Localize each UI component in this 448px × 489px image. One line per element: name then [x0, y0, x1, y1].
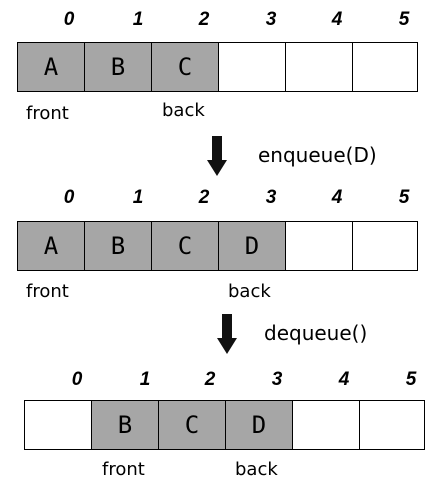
index-label: 1	[132, 187, 144, 208]
index-label: 4	[331, 187, 343, 208]
array-cell: D	[218, 221, 286, 271]
array-cell	[359, 400, 425, 450]
back-pointer-label: back	[162, 100, 205, 121]
index-label: 5	[405, 369, 417, 390]
array-cell	[352, 221, 418, 271]
array-cell: A	[17, 42, 85, 92]
front-pointer-label: front	[26, 103, 69, 124]
index-label: 2	[204, 369, 216, 390]
array-cell: C	[158, 400, 226, 450]
down-arrow-icon	[217, 314, 237, 354]
down-arrow-icon	[207, 136, 227, 176]
index-label: 0	[71, 369, 83, 390]
array-cell	[218, 42, 286, 92]
array-cell: B	[84, 221, 152, 271]
array-cell	[292, 400, 360, 450]
array-cell	[285, 221, 353, 271]
array-cell: C	[151, 42, 219, 92]
index-label: 4	[338, 369, 350, 390]
front-pointer-label: front	[102, 459, 145, 480]
array-cell	[352, 42, 418, 92]
index-label: 1	[139, 369, 151, 390]
array-cell: A	[17, 221, 85, 271]
index-label: 3	[271, 369, 283, 390]
index-label: 5	[398, 9, 410, 30]
index-label: 0	[63, 187, 75, 208]
array-cell	[24, 400, 92, 450]
array-cell: B	[91, 400, 159, 450]
array-cell	[285, 42, 353, 92]
enqueue-operation-label: enqueue(D)	[258, 143, 377, 167]
index-label: 5	[398, 187, 410, 208]
back-pointer-label: back	[228, 281, 271, 302]
array-cell: D	[225, 400, 293, 450]
index-label: 2	[198, 187, 210, 208]
index-label: 2	[198, 9, 210, 30]
back-pointer-label: back	[235, 459, 278, 480]
dequeue-operation-label: dequeue()	[264, 321, 368, 345]
index-label: 3	[265, 187, 277, 208]
index-label: 4	[331, 9, 343, 30]
index-label: 1	[132, 9, 144, 30]
index-label: 3	[265, 9, 277, 30]
index-label: 0	[63, 9, 75, 30]
array-cell: C	[151, 221, 219, 271]
front-pointer-label: front	[26, 281, 69, 302]
array-cell: B	[84, 42, 152, 92]
